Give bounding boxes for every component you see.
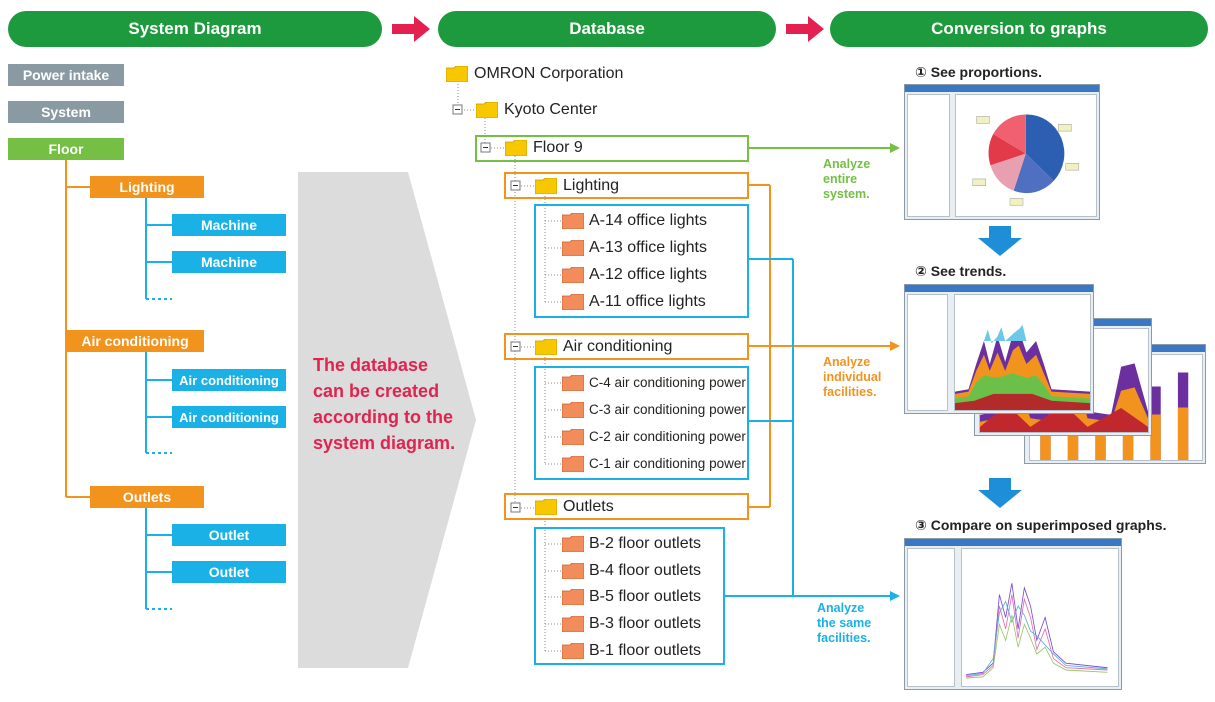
system-box: System bbox=[8, 101, 124, 123]
folder-icon bbox=[562, 429, 584, 445]
line-chart-icon bbox=[966, 583, 1108, 679]
tree-outlet-item: B-2 floor outlets bbox=[589, 535, 702, 552]
step-1-title: ① See proportions. bbox=[915, 64, 1042, 80]
header-system-diagram: System Diagram bbox=[8, 11, 382, 47]
superimposed-screenshot bbox=[904, 538, 1122, 690]
analyze-same-label: Analyze the same facilities. bbox=[817, 601, 872, 645]
folder-icon bbox=[562, 643, 584, 659]
outlet-box: Outlet bbox=[172, 561, 286, 583]
pie-chart-icon bbox=[972, 114, 1080, 206]
tree-outlet-item: B-3 floor outlets bbox=[589, 615, 702, 632]
folder-icon bbox=[562, 213, 584, 229]
folder-icon bbox=[562, 294, 584, 310]
folder-icon bbox=[562, 536, 584, 552]
lighting-box: Lighting bbox=[90, 176, 204, 198]
folder-icon bbox=[476, 102, 498, 118]
tree-outlets-label: Outlets bbox=[563, 498, 614, 515]
folder-icon bbox=[562, 402, 584, 418]
folder-icon bbox=[562, 616, 584, 632]
folder-icon bbox=[562, 267, 584, 283]
down-arrow-icon bbox=[978, 478, 1022, 508]
machine-box: Machine bbox=[172, 251, 286, 273]
callout-text: The database can be created according to… bbox=[313, 355, 456, 453]
tree-floor-label: Floor 9 bbox=[533, 139, 583, 156]
folder-icon bbox=[446, 66, 468, 82]
flow-arrow-icon bbox=[392, 16, 430, 42]
outlets-box: Outlets bbox=[90, 486, 204, 508]
folder-icon bbox=[562, 456, 584, 472]
folder-icon bbox=[562, 240, 584, 256]
callout-arrow-shape bbox=[298, 172, 476, 668]
tree-outlet-item: B-4 floor outlets bbox=[589, 562, 702, 579]
system-diagram-connectors bbox=[65, 160, 172, 610]
folder-icon bbox=[562, 589, 584, 605]
power-intake-box: Power intake bbox=[8, 64, 124, 86]
tree-air-conditioning-label: Air conditioning bbox=[563, 338, 673, 355]
flow-arrow-icon bbox=[786, 16, 824, 42]
folder-icon bbox=[562, 375, 584, 391]
tree-ac-item: C-4 air conditioning power bbox=[589, 375, 746, 390]
pie-chart-screenshot bbox=[904, 84, 1100, 220]
step-2-title: ② See trends. bbox=[915, 263, 1007, 279]
tree-lighting-item: A-13 office lights bbox=[589, 239, 707, 256]
air-conditioning-box: Air conditioning bbox=[66, 330, 204, 352]
air-conditioning-item-box: Air conditioning bbox=[172, 369, 286, 391]
tree-ac-item: C-3 air conditioning power bbox=[589, 402, 746, 417]
tree-lighting-item: A-12 office lights bbox=[589, 266, 707, 283]
header-conversion: Conversion to graphs bbox=[830, 11, 1208, 47]
tree-outlet-item: B-1 floor outlets bbox=[589, 642, 702, 659]
header-database: Database bbox=[438, 11, 776, 47]
analyze-individual-label: Analyze individual facilities. bbox=[823, 355, 882, 399]
step-3-title: ③ Compare on superimposed graphs. bbox=[915, 517, 1167, 533]
tree-root-label: OMRON Corporation bbox=[474, 65, 624, 82]
machine-box: Machine bbox=[172, 214, 286, 236]
stacked-area-chart-icon bbox=[954, 324, 1090, 410]
folder-icon bbox=[562, 563, 584, 579]
tree-center-label: Kyoto Center bbox=[504, 101, 598, 118]
folder-icon bbox=[535, 178, 557, 194]
tree-lighting-item: A-14 office lights bbox=[589, 212, 707, 229]
trend-screenshot-front bbox=[904, 284, 1094, 414]
folder-icon bbox=[535, 499, 557, 515]
floor-box: Floor bbox=[8, 138, 124, 160]
tree-ac-item: C-2 air conditioning power bbox=[589, 429, 746, 444]
analyze-entire-label: Analyze entire system. bbox=[823, 157, 871, 201]
down-arrow-icon bbox=[978, 226, 1022, 256]
tree-lighting-item: A-11 office lights bbox=[589, 293, 706, 310]
tree-ac-item: C-1 air conditioning power bbox=[589, 456, 746, 471]
outlet-box: Outlet bbox=[172, 524, 286, 546]
air-conditioning-item-box: Air conditioning bbox=[172, 406, 286, 428]
tree-lighting-label: Lighting bbox=[563, 177, 620, 194]
tree-outlet-item: B-5 floor outlets bbox=[589, 588, 702, 605]
folder-icon bbox=[505, 140, 527, 156]
folder-icon bbox=[535, 339, 557, 355]
